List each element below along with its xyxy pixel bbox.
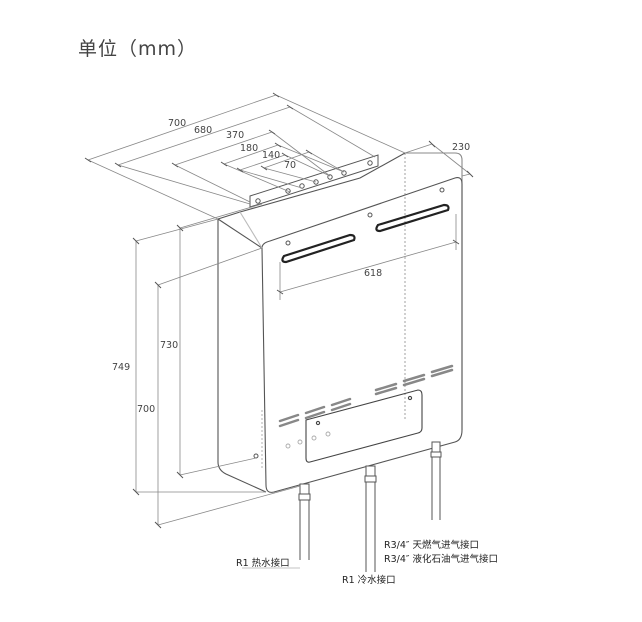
label-lpg: R3/4″ 液化石油气进气接口 xyxy=(384,553,498,565)
dimension-lines xyxy=(87,94,471,526)
mounting-bracket xyxy=(249,154,379,208)
dim-700-height: 700 xyxy=(137,404,155,415)
dim-370: 370 xyxy=(226,130,244,141)
label-natural-gas: R3/4″ 天燃气进气接口 xyxy=(384,539,479,551)
dim-140: 140 xyxy=(262,150,280,161)
tick-marks xyxy=(84,92,474,529)
connector-labels: R3/4″ 天燃气进气接口 R3/4″ 液化石油气进气接口 R1 热水接口 R1… xyxy=(236,539,498,586)
face-screws xyxy=(253,187,445,459)
dim-618: 618 xyxy=(364,268,382,279)
label-hot-water: R1 热水接口 xyxy=(236,557,290,569)
dimension-labels: 700 680 370 180 140 70 230 618 749 730 7… xyxy=(112,118,470,415)
dim-70: 70 xyxy=(284,160,296,171)
dim-730: 730 xyxy=(160,340,178,351)
dim-700-depth: 700 xyxy=(168,118,186,129)
pipes xyxy=(298,441,442,572)
heater-body xyxy=(217,152,463,493)
dim-230: 230 xyxy=(452,142,470,153)
label-cold-water: R1 冷水接口 xyxy=(342,574,396,586)
bottom-window xyxy=(305,389,423,463)
dim-680: 680 xyxy=(194,125,212,136)
unit-title: 单位（mm） xyxy=(78,38,198,60)
hidden-fittings xyxy=(261,410,331,470)
dim-749: 749 xyxy=(112,362,130,373)
top-vents xyxy=(281,203,450,264)
dim-180: 180 xyxy=(240,143,258,154)
grille-slots xyxy=(278,364,454,428)
